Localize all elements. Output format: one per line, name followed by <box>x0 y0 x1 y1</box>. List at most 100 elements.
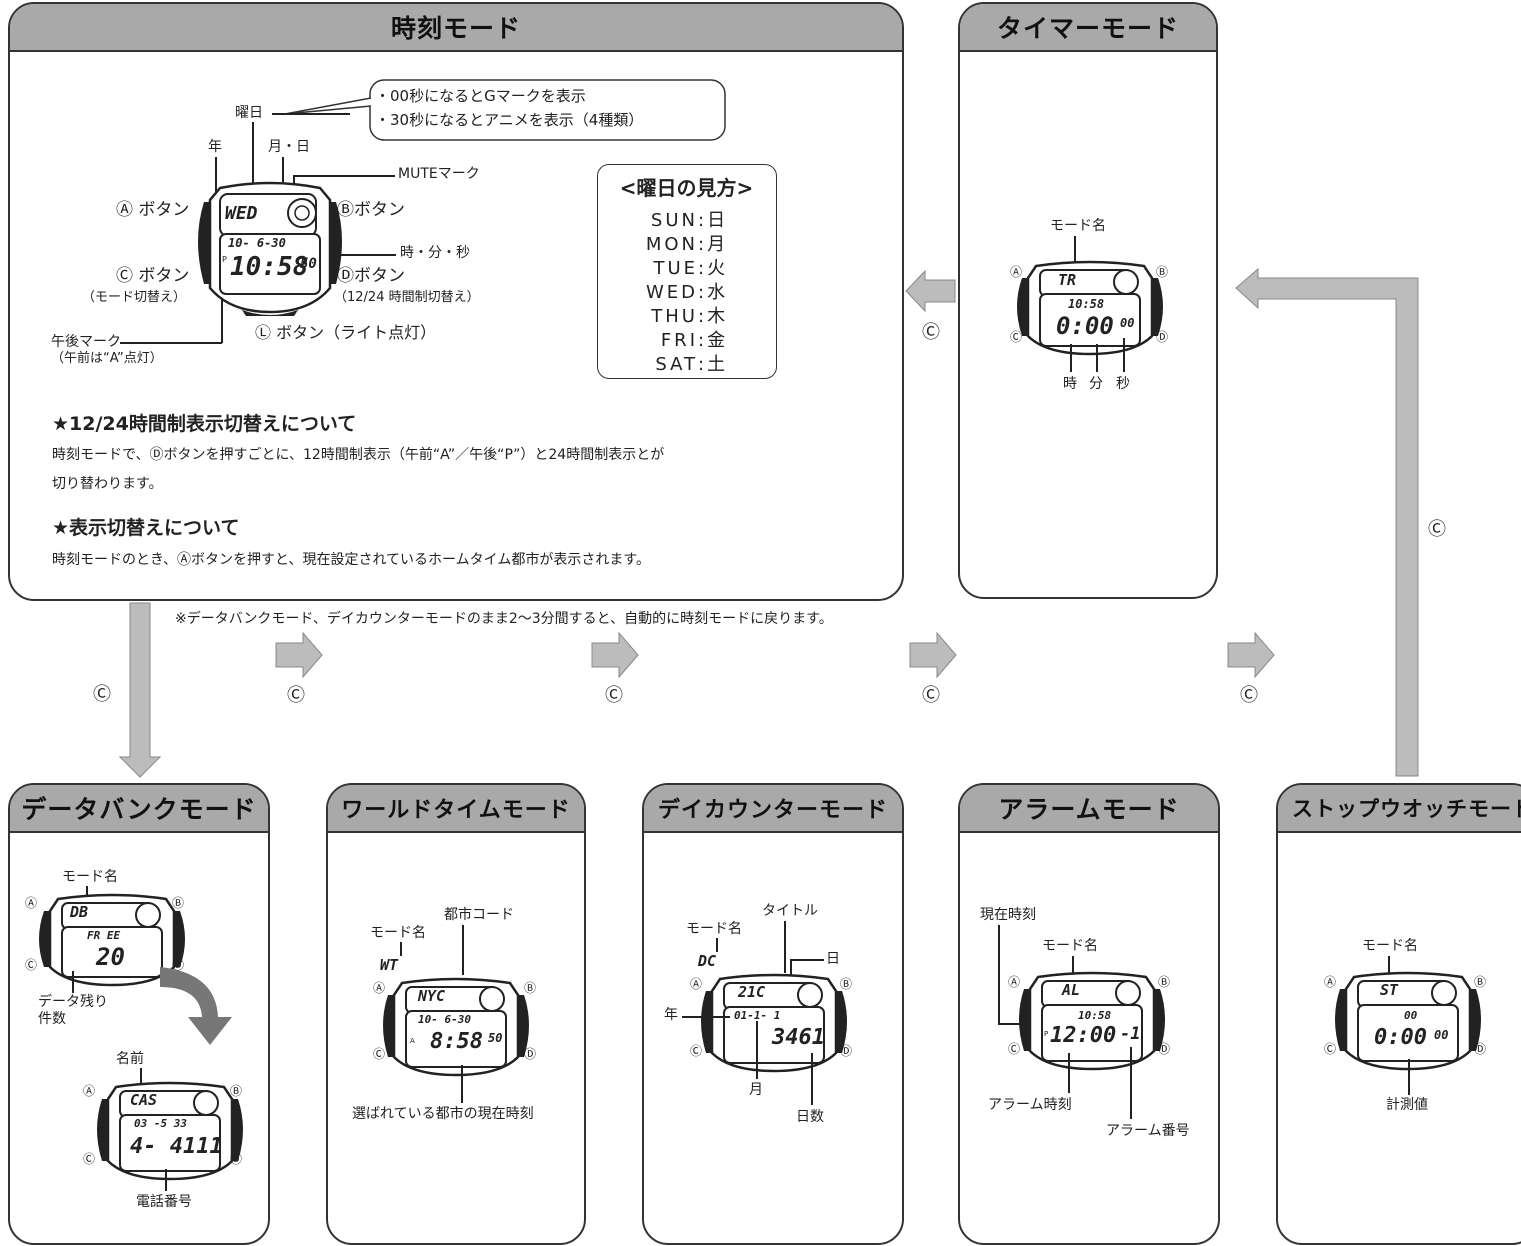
al-btn-b: Ⓑ <box>1158 975 1171 989</box>
weekday-label: 曜日 <box>235 105 263 121</box>
al-no-leader <box>1130 1047 1132 1119</box>
sec2-body: 時刻モードのとき、Ⓐボタンを押すと、現在設定されているホームタイム都市が表示され… <box>52 552 650 568</box>
b-button-label: Ⓑボタン <box>337 200 405 220</box>
arrow-left-to-time <box>905 269 956 313</box>
wt-mode-code: WT <box>380 956 399 974</box>
timer-mode-leader <box>1074 236 1076 270</box>
dc-days-leader <box>811 1053 813 1105</box>
dc-year-label: 年 <box>664 1007 678 1023</box>
databank-watch-2 <box>97 1081 243 1181</box>
weekday-jp: 木 <box>707 306 729 327</box>
weekday-jp: 水 <box>707 282 729 303</box>
phone-leader <box>165 1169 167 1191</box>
sec1-body-1: 時刻モードで、Ⓓボタンを押すごとに、12時間制表示（午前“A”／午後“P”）と2… <box>52 447 665 463</box>
weekday-en: FRI <box>660 330 698 351</box>
weekday-en: SAT <box>655 354 698 375</box>
pm-mark-sub: （午前は“A”点灯） <box>51 351 163 366</box>
wt-lcd-sec: 50 <box>488 1031 503 1045</box>
db1-lcd-mid: FR EE <box>87 929 121 942</box>
al-btn-c: Ⓒ <box>1008 1042 1021 1056</box>
db2-btn-c: Ⓒ <box>83 1152 96 1166</box>
wt-city-code: 都市コード <box>444 907 514 923</box>
db-mode-name: モード名 <box>62 869 118 885</box>
dc-mode-name: モード名 <box>686 921 742 937</box>
time-mode-watch <box>198 181 342 316</box>
wt-current-time: 選ばれている都市の現在時刻 <box>352 1106 534 1122</box>
wt-lcd-main: 8:58 <box>430 1029 483 1054</box>
db1-btn-c: Ⓒ <box>25 958 38 972</box>
al-lcd-pm: P <box>1044 1030 1049 1038</box>
weekday-box-title: <曜日の見方> <box>619 176 754 200</box>
daycounter-mode-panel: デイカウンターモード モード名 タイトル DC 日 Ⓐ Ⓑ Ⓒ Ⓓ 21C 01… <box>642 783 904 1245</box>
db-phone: 電話番号 <box>136 1194 192 1210</box>
c-symbol-up: Ⓒ <box>1428 519 1446 540</box>
al-lcd-num: -1 <box>1120 1024 1141 1044</box>
second-leader <box>1123 338 1125 372</box>
dc-lcd-top: 21C <box>738 983 766 1001</box>
db1-lcd-main: 20 <box>96 943 125 971</box>
sw-mode-name: モード名 <box>1362 938 1418 954</box>
dc-month-leader <box>756 1021 758 1079</box>
arrow-right-2 <box>591 631 639 679</box>
dc-btn-d: Ⓓ <box>840 1044 853 1058</box>
timer-watch <box>1017 260 1163 356</box>
wt-btn-a: Ⓐ <box>373 981 386 995</box>
sw-measured-leader <box>1408 1059 1410 1095</box>
sw-mode-leader <box>1388 956 1390 978</box>
databank-mode-panel: データバンクモード モード名 Ⓐ Ⓑ Ⓒ Ⓓ DB FR EE 20 データ残り… <box>8 783 270 1245</box>
worldtime-mode-panel: ワールドタイムモード モード名 都市コード WT Ⓐ Ⓑ Ⓒ Ⓓ NYC 10-… <box>326 783 586 1245</box>
daycounter-watch <box>701 973 847 1073</box>
weekday-row: SUN:日 <box>640 209 728 233</box>
db1-btn-a: Ⓐ <box>25 896 38 910</box>
callout-bubble <box>284 79 726 141</box>
time-lcd-mid: 10- 6-30 <box>228 236 286 250</box>
mute-leader-h <box>293 175 395 177</box>
dc-days-label: 日数 <box>796 1109 824 1125</box>
time-mode-panel: 時刻モード ・00秒になるとGマークを表示 ・30秒になるとアニメを表示（4種類… <box>8 2 904 601</box>
db-remain: データ残り <box>38 994 108 1010</box>
weekday-jp: 金 <box>707 330 729 351</box>
weekday-row: FRI:金 <box>640 329 728 353</box>
c-symbol-right-4: Ⓒ <box>1240 685 1258 706</box>
weekday-row: MON:月 <box>640 233 728 257</box>
wt-current-leader <box>461 1065 463 1103</box>
sw-lcd-sec: 00 <box>1434 1028 1449 1042</box>
weekday-rows: SUN:日 MON:月 TUE:火 WED:水 THU:木 FRI:金 SAT:… <box>640 209 728 377</box>
weekday-row: WED:水 <box>640 281 728 305</box>
d-button-sub: （12/24 時間制切替え） <box>334 290 480 305</box>
stopwatch-mode-title: ストップウオッチモード <box>1278 785 1521 833</box>
pm-leader-v <box>221 266 223 343</box>
daycounter-mode-title: デイカウンターモード <box>644 785 902 833</box>
mute-mark-label: MUTEマーク <box>398 166 480 182</box>
al-lcd-top: AL <box>1062 981 1081 999</box>
time-lcd-top: WED <box>225 203 258 224</box>
al-btn-a: Ⓐ <box>1008 975 1021 989</box>
stopwatch-watch <box>1335 971 1481 1071</box>
db2-btn-d: Ⓓ <box>230 1152 243 1166</box>
dc-day-leader-h <box>790 959 824 961</box>
al-mode-name: モード名 <box>1042 938 1098 954</box>
wt-btn-b: Ⓑ <box>524 981 537 995</box>
weekday-jp: 月 <box>707 234 729 255</box>
al-btn-d: Ⓓ <box>1158 1042 1171 1056</box>
sw-btn-b: Ⓑ <box>1474 975 1487 989</box>
al-time-leader <box>1068 1053 1070 1093</box>
db2-btn-b: Ⓑ <box>230 1084 243 1098</box>
curved-arrow <box>160 967 232 1045</box>
wt-lcd-am: A <box>410 1037 415 1045</box>
hour-leader <box>1070 344 1072 372</box>
weekday-jp: 火 <box>707 258 729 279</box>
c-symbol-left: Ⓒ <box>922 322 940 343</box>
auto-return-note: ※データバンクモード、デイカウンターモードのまま2〜3分間すると、自動的に時刻モ… <box>175 611 833 627</box>
worldtime-watch <box>383 977 529 1077</box>
wt-btn-c: Ⓒ <box>373 1047 386 1061</box>
weekday-en: SUN <box>650 210 698 231</box>
l-button-label: Ⓛ ボタン（ライト点灯） <box>255 323 437 342</box>
second-label: 秒 <box>1116 376 1130 392</box>
db1-lcd-top: DB <box>70 903 89 921</box>
databank-mode-title: データバンクモード <box>10 785 268 833</box>
weekday-en: WED <box>645 282 698 303</box>
timer-mode-panel: タイマーモード モード名 Ⓐ Ⓑ Ⓒ Ⓓ TR 10:58 0:00 00 時 … <box>958 2 1218 599</box>
hms-label: 時・分・秒 <box>400 245 470 261</box>
weekday-en: MON <box>645 234 698 255</box>
